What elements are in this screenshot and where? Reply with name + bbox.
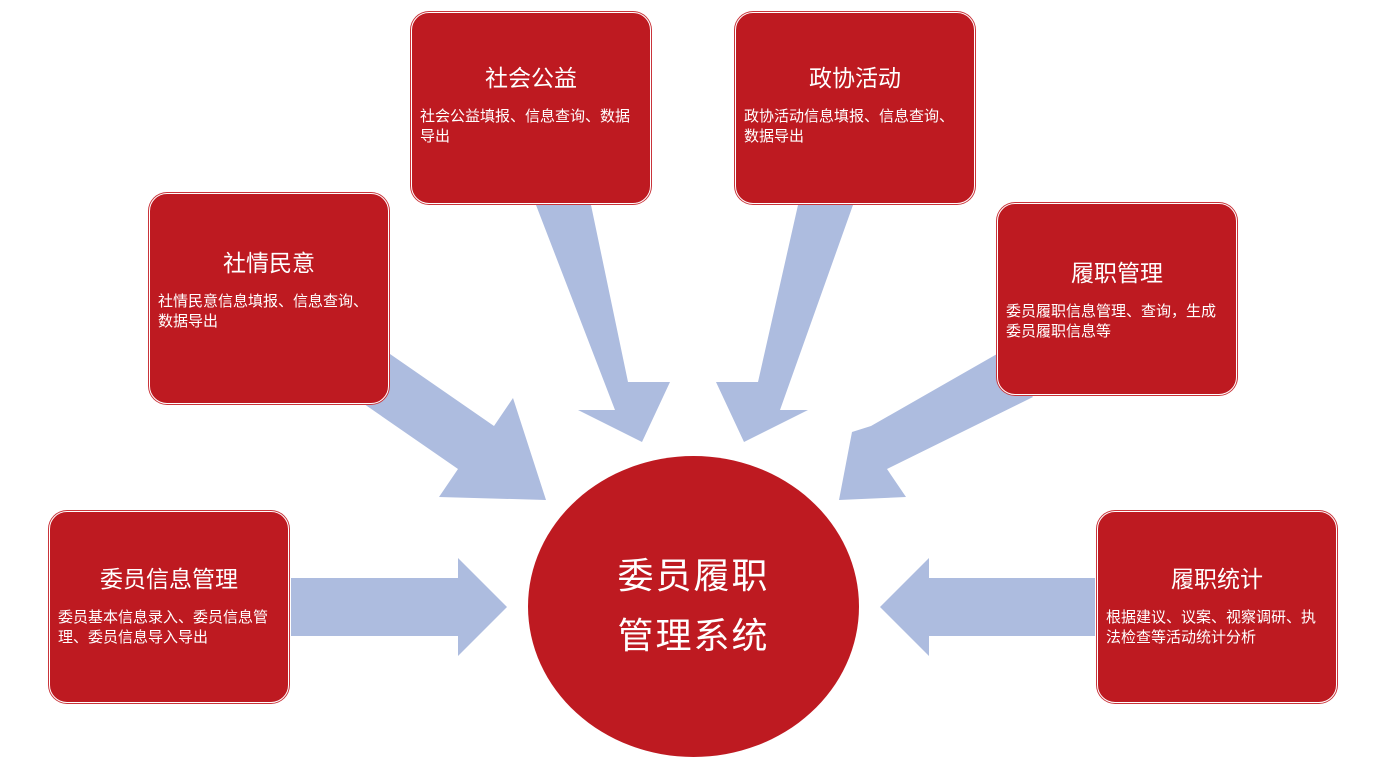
module-public-welfare[interactable]: 社会公益 社会公益填报、信息查询、数据导出 — [411, 12, 651, 204]
module-desc: 社情民意信息填报、信息查询、数据导出 — [158, 292, 369, 330]
module-desc: 政协活动信息填报、信息查询、数据导出 — [744, 107, 955, 145]
arrow-from-cppcc-activity — [716, 205, 853, 442]
module-title: 履职统计 — [1171, 567, 1263, 593]
module-desc: 委员履职信息管理、查询，生成委员履职信息等 — [1006, 302, 1217, 340]
arrow-from-social-opinion — [354, 354, 546, 500]
arrow-from-duty-statistics — [880, 558, 1095, 656]
arrow-from-public-welfare — [536, 205, 670, 442]
center-title-line2: 管理系统 — [617, 615, 770, 657]
center-system-circle[interactable]: 委员履职 管理系统 — [528, 456, 859, 757]
arrow-from-member-info — [291, 558, 507, 656]
arrow-from-duty-management — [839, 354, 1033, 500]
module-desc: 根据建议、议案、视察调研、执法检查等活动统计分析 — [1106, 608, 1317, 646]
module-member-info[interactable]: 委员信息管理 委员基本信息录入、委员信息管理、委员信息导入导出 — [49, 511, 289, 703]
module-title: 社会公益 — [485, 66, 577, 92]
module-desc: 社会公益填报、信息查询、数据导出 — [420, 107, 631, 145]
module-title: 履职管理 — [1071, 261, 1163, 287]
center-title-line1: 委员履职 — [617, 555, 770, 597]
module-desc: 委员基本信息录入、委员信息管理、委员信息导入导出 — [58, 608, 269, 646]
module-cppcc-activity[interactable]: 政协活动 政协活动信息填报、信息查询、数据导出 — [735, 12, 975, 204]
module-title: 社情民意 — [223, 251, 315, 277]
module-duty-statistics[interactable]: 履职统计 根据建议、议案、视察调研、执法检查等活动统计分析 — [1097, 511, 1337, 703]
module-title: 政协活动 — [809, 66, 901, 92]
module-duty-management[interactable]: 履职管理 委员履职信息管理、查询，生成委员履职信息等 — [997, 203, 1237, 395]
module-social-opinion[interactable]: 社情民意 社情民意信息填报、信息查询、数据导出 — [149, 193, 389, 404]
module-title: 委员信息管理 — [100, 567, 238, 593]
